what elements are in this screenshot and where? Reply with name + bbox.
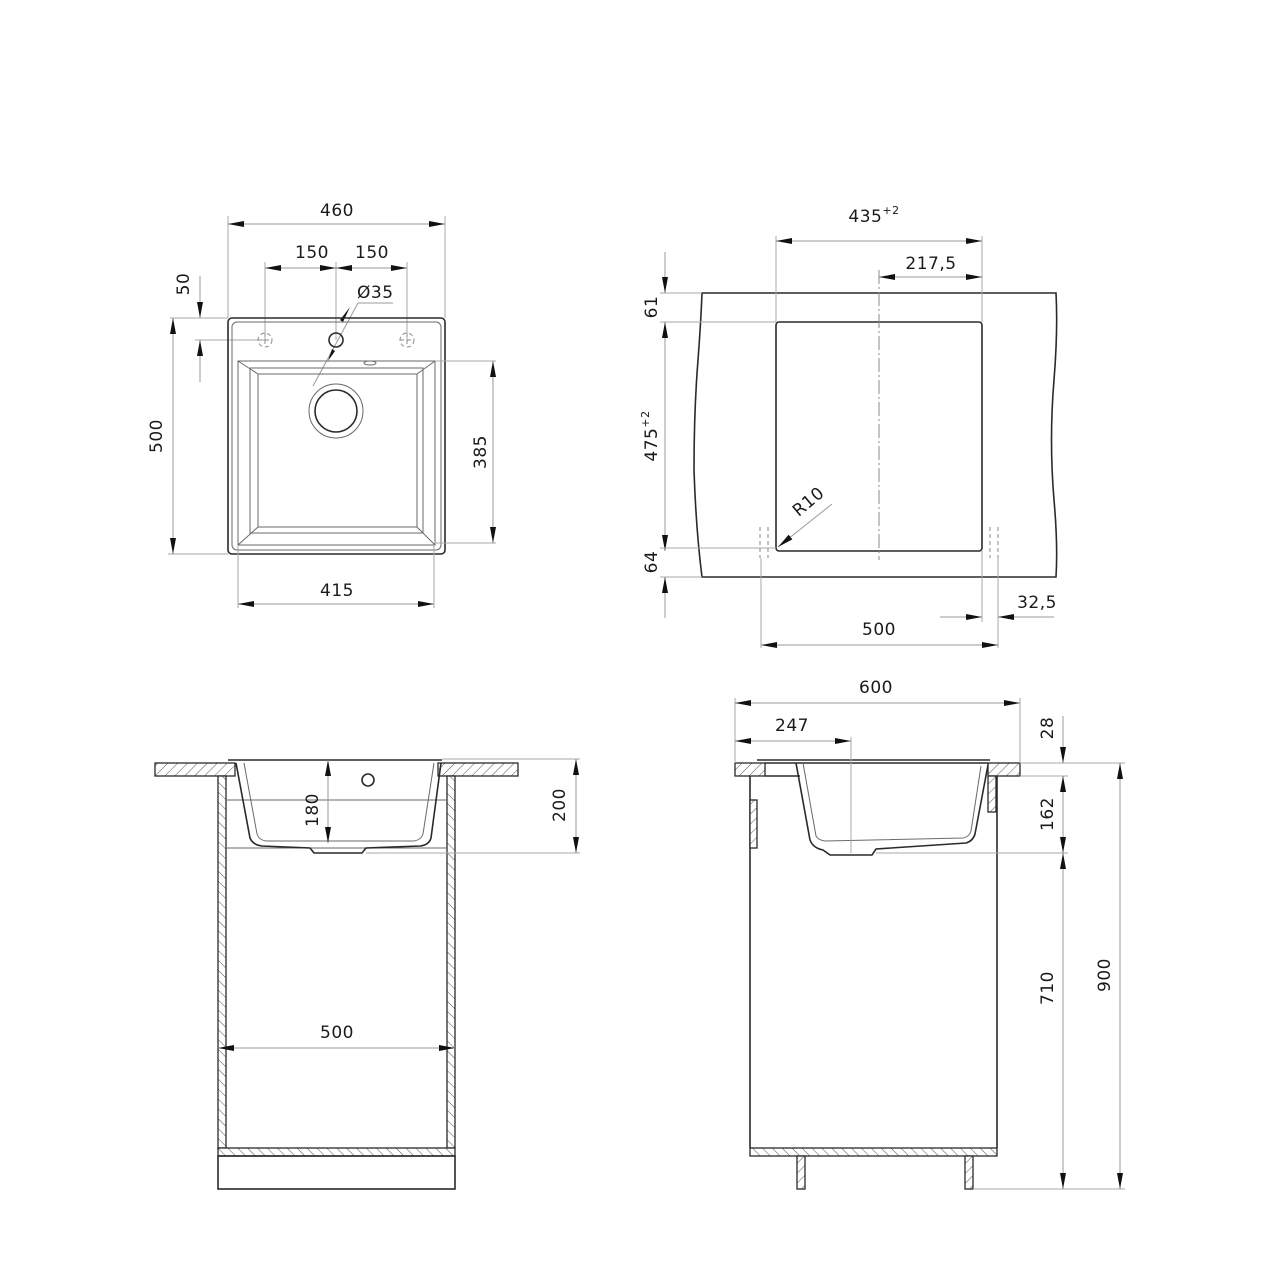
dim-cutout-width: 435+2 xyxy=(848,204,899,227)
top-view: 460 150 150 Ø35 50 500 xyxy=(147,201,496,608)
dim-side-offset: 32,5 xyxy=(1017,593,1057,613)
dim-total-depth: 200 xyxy=(550,788,570,822)
front-section-view: 180 200 500 xyxy=(154,758,580,1190)
dim-cabinet-width: 500 xyxy=(862,620,896,640)
side-section-view: 600 247 28 162 710 900 xyxy=(734,678,1125,1190)
dim-bowl-width: 415 xyxy=(320,581,354,601)
dim-tap-offset: 50 xyxy=(174,273,194,296)
cutout-view: 435+2 217,5 61 475+2 64 R10 500 xyxy=(639,204,1058,648)
dim-drain-offset: 247 xyxy=(775,716,809,736)
dim-bowl-inner-depth: 180 xyxy=(303,793,323,827)
dim-cutout-depth: 475+2 xyxy=(639,410,662,461)
dim-tap-hole-diameter: Ø35 xyxy=(357,283,394,303)
dim-sink-below-top: 162 xyxy=(1038,797,1058,831)
tap-hole-icon xyxy=(328,332,344,348)
dim-corner-radius: R10 xyxy=(789,483,829,521)
dim-cabinet-inner-width: 500 xyxy=(320,1023,354,1043)
dim-overall-depth: 500 xyxy=(147,419,167,453)
dim-cutout-half-width: 217,5 xyxy=(905,254,956,274)
dim-tap-spacing-right: 150 xyxy=(355,243,389,263)
dim-countertop-thickness: 28 xyxy=(1038,717,1058,740)
dim-total-height: 900 xyxy=(1095,958,1115,992)
dim-cabinet-height: 710 xyxy=(1038,971,1058,1005)
dim-front-offset: 61 xyxy=(642,296,662,319)
dim-tap-spacing-left: 150 xyxy=(295,243,329,263)
dim-overall-width: 460 xyxy=(320,201,354,221)
dim-countertop-depth: 600 xyxy=(859,678,893,698)
drain-icon xyxy=(308,383,364,439)
dim-rear-offset: 64 xyxy=(642,551,662,574)
dim-bowl-depth: 385 xyxy=(471,435,491,469)
